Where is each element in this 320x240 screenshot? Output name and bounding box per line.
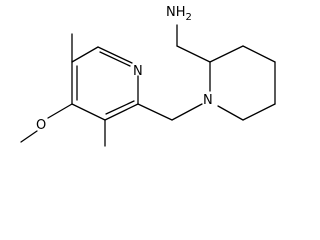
- atom-label-piperidine-n: N: [203, 93, 213, 108]
- bond-c2-c3: [104, 103, 139, 121]
- piperidine-ring: [209, 45, 276, 121]
- bond-ch2-piperidine-n: [171, 103, 203, 121]
- atom-label-nh2: NH2: [166, 5, 192, 23]
- chemical-structure-diagram: NH2 N N O: [20, 5, 276, 147]
- atom-label-pyridine-n: N: [133, 64, 143, 79]
- aminomethyl-group: [176, 24, 211, 63]
- bond-o-methyl: [20, 130, 38, 143]
- pyridine-ring: [71, 46, 139, 121]
- bond-c2-c3-double: [105, 100, 135, 115]
- bond-c6-n1-double: [99, 51, 131, 67]
- bond-c2-c3: [209, 45, 244, 63]
- bond-c3-c4: [242, 45, 276, 63]
- substituents: [20, 33, 203, 147]
- bond-c6-n1: [97, 46, 133, 64]
- bond-c5-c6: [242, 103, 276, 121]
- bond-c2-ch2-amine: [176, 45, 211, 63]
- bond-c3-c4: [71, 103, 106, 121]
- atom-label-methoxy-o: O: [36, 118, 46, 133]
- bond-c2-ch2: [137, 103, 173, 121]
- bond-c6-pn: [217, 105, 244, 121]
- bond-c4-o: [47, 103, 73, 119]
- bond-c6-c5: [71, 46, 99, 63]
